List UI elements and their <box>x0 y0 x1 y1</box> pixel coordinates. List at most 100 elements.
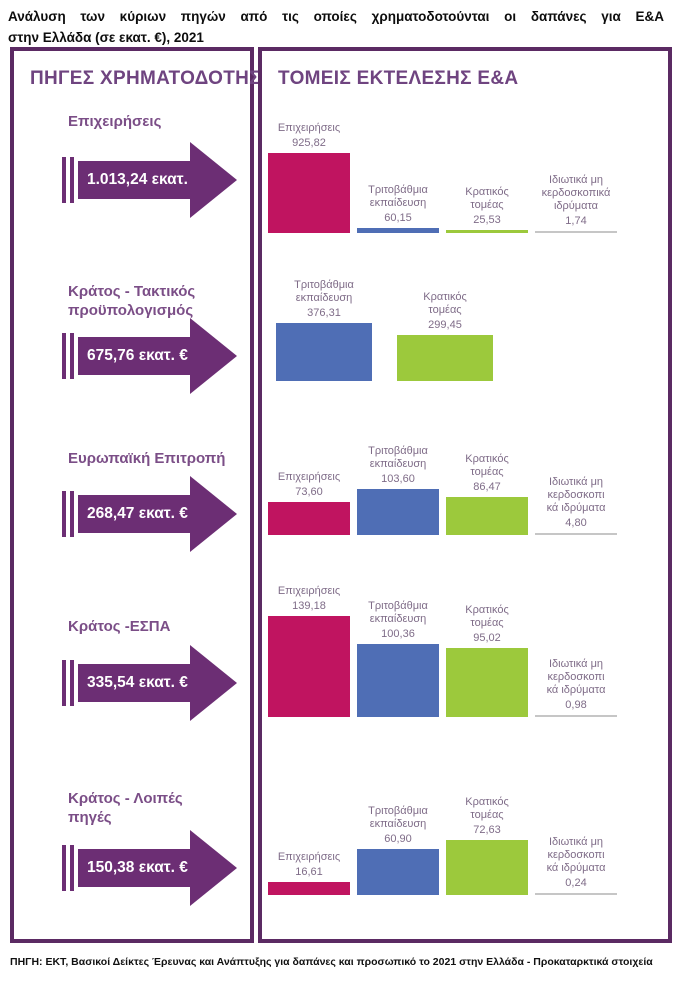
bar-label: Επιχειρήσεις <box>277 470 341 483</box>
bar <box>535 533 617 535</box>
bar-column: Επιχειρήσεις 16,61 <box>268 851 350 895</box>
bar-value: 299,45 <box>428 318 462 331</box>
bar-column: Τριτοβάθμια εκπαίδευση 60,90 <box>357 805 439 895</box>
bar <box>268 502 350 535</box>
funding-sources-header: ΠΗΓΕΣ ΧΡΗΜΑΤΟΔΟΤΗΣΗΣ <box>30 68 287 89</box>
bar-label: Κρατικός τομέας <box>465 452 509 478</box>
funding-sources-panel: ΠΗΓΕΣ ΧΡΗΜΑΤΟΔΟΤΗΣΗΣ Επιχειρήσεις 1.013,2… <box>10 47 286 943</box>
funding-amount: 675,76 εκατ. € <box>87 347 188 364</box>
bar-column: Κρατικός τομέας 95,02 <box>446 604 528 717</box>
bar-column: Ιδιωτικά μη κερδοσκοπι κά ιδρύματα 0,24 <box>535 836 617 895</box>
bar-column: Επιχειρήσεις 73,60 <box>268 471 350 535</box>
bar-value: 139,18 <box>292 599 326 612</box>
funding-source-label: Κράτος -ΕΣΠΑ <box>68 618 171 635</box>
bar-label: Τριτοβάθμια εκπαίδευση <box>294 278 354 304</box>
page-title-line2: στην Ελλάδα (σε εκατ. €), 2021 <box>8 29 204 45</box>
arrow-body: 268,47 εκατ. € <box>78 495 190 533</box>
bar <box>357 849 439 895</box>
sector-bar-row: Επιχειρήσεις 16,61 Τριτοβάθμια εκπαίδευση 6… <box>268 796 617 895</box>
bar-value: 1,74 <box>565 214 587 227</box>
bar-value: 0,24 <box>565 876 587 889</box>
funding-arrow: 268,47 εκατ. € <box>62 476 237 552</box>
bar-label: Τριτοβάθμια εκπαίδευση <box>368 599 428 625</box>
arrow-tail-stripe <box>62 491 66 537</box>
bar <box>446 230 528 233</box>
bar <box>535 231 617 233</box>
execution-sectors-header: ΤΟΜΕΙΣ ΕΚΤΕΛΕΣΗΣ Ε&Α <box>278 68 519 89</box>
arrow-tail-stripe <box>70 660 74 706</box>
bar-label: Κρατικός τομέας <box>465 795 509 821</box>
arrow-tail-stripe <box>70 157 74 203</box>
funding-source-label: Κράτος - Λοιπές πηγές <box>68 790 183 826</box>
bar-value: 60,90 <box>384 832 412 845</box>
bar <box>268 616 350 717</box>
arrow-tail-stripe <box>70 333 74 379</box>
arrow-tail-stripe <box>62 660 66 706</box>
bar-value: 4,80 <box>565 516 587 529</box>
bar <box>397 335 493 381</box>
bar-label: Κρατικός τομέας <box>465 603 509 629</box>
sector-bar-row: Επιχειρήσεις 139,18 Τριτοβάθμια εκπαίδευση… <box>268 585 617 717</box>
bar-value: 60,15 <box>384 211 412 224</box>
bar-label: Τριτοβάθμια εκπαίδευση <box>368 444 428 470</box>
arrow-head-icon <box>190 318 237 394</box>
bar-label: Τριτοβάθμια εκπαίδευση <box>368 804 428 830</box>
funding-amount: 150,38 εκατ. € <box>87 859 188 876</box>
bar-label: Ιδιωτικά μη κερδοσκοπι κά ιδρύματα <box>546 476 606 514</box>
bar-column: Τριτοβάθμια εκπαίδευση 376,31 <box>276 279 372 381</box>
bar-label: Ιδιωτικά μη κερδοσκοπι κά ιδρύματα <box>546 658 606 696</box>
bar <box>446 840 528 895</box>
funding-arrow: 150,38 εκατ. € <box>62 830 237 906</box>
funding-source-label: Ευρωπαϊκή Επιτροπή <box>68 450 226 467</box>
funding-source-label: Κράτος - Τακτικός προϋπολογισμός <box>68 283 196 319</box>
bar-label: Ιδιωτικά μη κερδοσκοπι κά ιδρύματα <box>546 836 606 874</box>
bar-label: Τριτοβάθμια εκπαίδευση <box>368 183 428 209</box>
funding-arrow: 335,54 εκατ. € <box>62 645 237 721</box>
bar-value: 100,36 <box>381 627 415 640</box>
bar-label: Ιδιωτικά μη κερδοσκοπικά ιδρύματα <box>541 174 611 212</box>
bar-value: 95,02 <box>473 631 501 644</box>
bar-label: Επιχειρήσεις <box>277 121 341 134</box>
bar-label: Κρατικός τομέας <box>465 185 509 211</box>
page-title-line1: Ανάλυση των κύριων πηγών από τις οποίες … <box>8 9 664 24</box>
bar-value: 25,53 <box>473 213 501 226</box>
bar-label: Επιχειρήσεις <box>277 850 341 863</box>
bar <box>446 497 528 535</box>
bar-column: Κρατικός τομέας 25,53 <box>446 186 528 233</box>
arrow-head-icon <box>190 142 237 218</box>
bar-value: 16,61 <box>295 865 323 878</box>
bar <box>535 715 617 717</box>
bar-column: Ιδιωτικά μη κερδοσκοπικά ιδρύματα 1,74 <box>535 174 617 233</box>
bar-value: 73,60 <box>295 485 323 498</box>
arrow-tail-stripe <box>62 845 66 891</box>
funding-amount: 1.013,24 εκατ. € <box>87 171 201 188</box>
bar <box>276 323 372 381</box>
bar-label: Επιχειρήσεις <box>277 584 341 597</box>
bar-column: Κρατικός τομέας 299,45 <box>397 291 493 381</box>
bar-column: Ιδιωτικά μη κερδοσκοπι κά ιδρύματα 0,98 <box>535 658 617 717</box>
bar <box>268 882 350 895</box>
bar-value: 0,98 <box>565 698 587 711</box>
page-title: Ανάλυση των κύριων πηγών από τις οποίες … <box>8 7 664 49</box>
arrow-head-icon <box>190 476 237 552</box>
bar-value: 376,31 <box>307 306 341 319</box>
bar <box>268 153 350 233</box>
bar-column: Τριτοβάθμια εκπαίδευση 60,15 <box>357 184 439 233</box>
arrow-tail-stripe <box>70 845 74 891</box>
arrow-body: 1.013,24 εκατ. € <box>78 161 201 199</box>
bar-label: Κρατικός τομέας <box>423 290 467 316</box>
bar <box>357 644 439 717</box>
funding-source-label: Επιχειρήσεις <box>68 113 162 130</box>
bar-column: Ιδιωτικά μη κερδοσκοπι κά ιδρύματα 4,80 <box>535 476 617 535</box>
arrow-body: 335,54 εκατ. € <box>78 664 190 702</box>
arrow-tail-stripe <box>62 157 66 203</box>
arrow-body: 675,76 εκατ. € <box>78 337 190 375</box>
bar-column: Τριτοβάθμια εκπαίδευση 100,36 <box>357 600 439 717</box>
